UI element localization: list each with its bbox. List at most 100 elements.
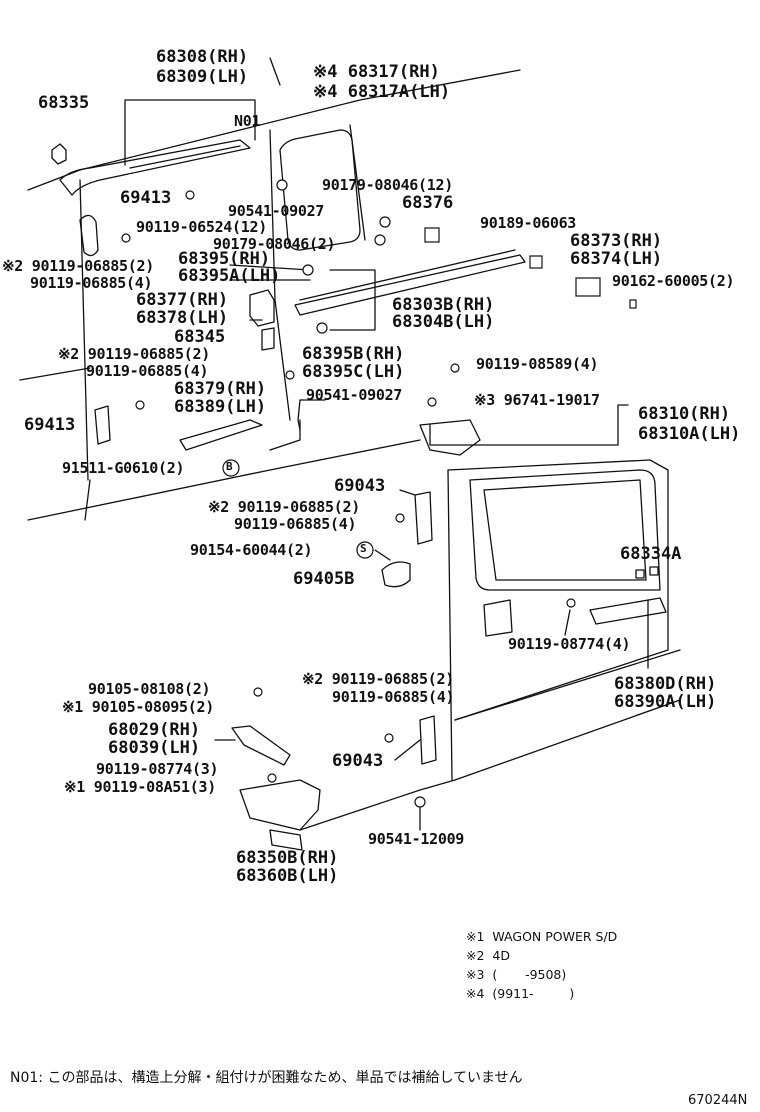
- arm-68029: [231, 725, 291, 766]
- screw-icon: [629, 299, 637, 309]
- bolt-icon: [316, 322, 328, 334]
- label-69043-upper: 69043: [334, 476, 386, 496]
- callout-b-circle: [222, 459, 240, 477]
- bolt-icon: [285, 370, 295, 380]
- center-rail-detail: [299, 249, 516, 301]
- label-68379: 68379(RH): [174, 379, 267, 399]
- callout-s-circle: [356, 541, 374, 559]
- label-68378: 68378(LH): [136, 308, 229, 328]
- leader: [299, 779, 456, 831]
- leader: [374, 549, 391, 561]
- label-90119-08589: 90119-08589(4): [476, 355, 599, 373]
- label-90119-06885-2-b: ※2 90119-06885(2): [58, 345, 210, 363]
- label-68395a: 68395A(LH): [178, 266, 281, 286]
- diagram-code: 670244N: [688, 1093, 748, 1108]
- bumper-68334a: [649, 566, 659, 576]
- label-68310a: 68310A(LH): [638, 424, 741, 444]
- door-window-inner: [483, 479, 647, 581]
- label-68308: 68308(RH): [156, 47, 249, 67]
- label-68389: 68389(LH): [174, 397, 267, 417]
- label-68039: 68039(LH): [108, 738, 201, 758]
- label-68395: 68395(RH): [178, 249, 271, 269]
- callout-s: S: [360, 542, 367, 555]
- window-frame: [279, 129, 361, 251]
- label-90179-2: 90179-08046(2): [213, 235, 336, 253]
- bolt-icon: [379, 216, 391, 228]
- bumper-68334a: [635, 569, 645, 579]
- clip-icon: [424, 227, 440, 243]
- leader: [329, 269, 376, 331]
- nut-icon: [529, 255, 543, 269]
- leader: [429, 404, 629, 446]
- body-outline: [27, 69, 521, 191]
- center-rail: [294, 254, 526, 316]
- label-90119-08a51: ※1 90119-08A51(3): [64, 778, 216, 796]
- bolt-icon: [302, 264, 314, 276]
- door-outline: [447, 459, 669, 721]
- label-90179-12: 90179-08046(12): [322, 176, 453, 194]
- door-lower: [454, 649, 681, 721]
- bolt-icon: [253, 687, 263, 697]
- body-outline: [27, 439, 421, 521]
- bolt-icon: [566, 598, 576, 608]
- bracket-68335: [51, 143, 67, 165]
- label-90541-lower: 90541-12009: [368, 830, 465, 848]
- bolt-icon: [267, 773, 277, 783]
- body-outline: [19, 367, 91, 381]
- latch-68380d: [589, 597, 667, 625]
- note-3: ※3 ( -9508): [466, 967, 567, 982]
- bolt-icon: [121, 233, 131, 243]
- label-68395b: 68395B(RH): [302, 344, 405, 364]
- label-68303b: 68303B(RH): [392, 295, 495, 315]
- label-68377: 68377(RH): [136, 290, 229, 310]
- label-68376: 68376: [402, 193, 454, 213]
- leader: [84, 479, 91, 521]
- label-68374: 68374(LH): [570, 249, 663, 269]
- label-68395c: 68395C(LH): [302, 362, 405, 382]
- bolt-icon: [135, 400, 145, 410]
- upper-rail-detail: [129, 145, 241, 169]
- bolt-icon: [395, 513, 405, 523]
- label-90119-06885-2-c: ※2 90119-06885(2): [208, 498, 360, 516]
- label-68380d: 68380D(RH): [614, 674, 717, 694]
- leader: [124, 99, 256, 166]
- callout-b: B: [226, 460, 233, 473]
- label-68317a: ※4 68317A(LH): [313, 82, 451, 102]
- label-90119-06885-2-a: ※2 90119-06885(2): [2, 257, 154, 275]
- label-68390a: 68390A(LH): [614, 692, 717, 712]
- lower-hinge: [419, 419, 481, 456]
- label-68310: 68310(RH): [638, 404, 731, 424]
- bolt-icon: [185, 190, 195, 200]
- label-90119-06885-4-a: 90119-06885(4): [30, 274, 153, 292]
- door-lower: [454, 699, 681, 781]
- label-90541-mid: 90541-09027: [306, 386, 403, 404]
- label-68350b: 68350B(RH): [236, 848, 339, 868]
- label-90541-upper: 90541-09027: [228, 202, 325, 220]
- label-90119-08774-4: 90119-08774(4): [508, 635, 631, 653]
- hinge-68350b: [269, 829, 303, 851]
- label-68317: ※4 68317(RH): [313, 62, 440, 82]
- label-68029: 68029(RH): [108, 720, 201, 740]
- body-outline: [349, 124, 366, 241]
- striker-69043b: [419, 715, 437, 765]
- label-68373: 68373(RH): [570, 231, 663, 251]
- label-68304b: 68304B(LH): [392, 312, 495, 332]
- label-69043-lower: 69043: [332, 751, 384, 771]
- label-68334a: 68334A: [620, 544, 682, 564]
- label-n01: N01: [234, 112, 261, 130]
- note-2: ※2 4D: [466, 948, 510, 963]
- label-90189: 90189-06063: [480, 214, 577, 232]
- label-68345: 68345: [174, 327, 226, 347]
- label-90119-08774-3: 90119-08774(3): [96, 760, 219, 778]
- bolt-icon: [427, 397, 437, 407]
- bolt-icon: [450, 363, 460, 373]
- upper-rail: [59, 139, 251, 196]
- label-90119-06885-4-d: 90119-06885(4): [332, 688, 455, 706]
- door-outline: [447, 469, 453, 781]
- leader: [399, 489, 416, 496]
- note-4: ※4 (9911- ): [466, 986, 575, 1001]
- label-90119-06524: 90119-06524(12): [136, 218, 267, 236]
- door-handle-recess: [483, 599, 513, 637]
- leader: [269, 57, 281, 86]
